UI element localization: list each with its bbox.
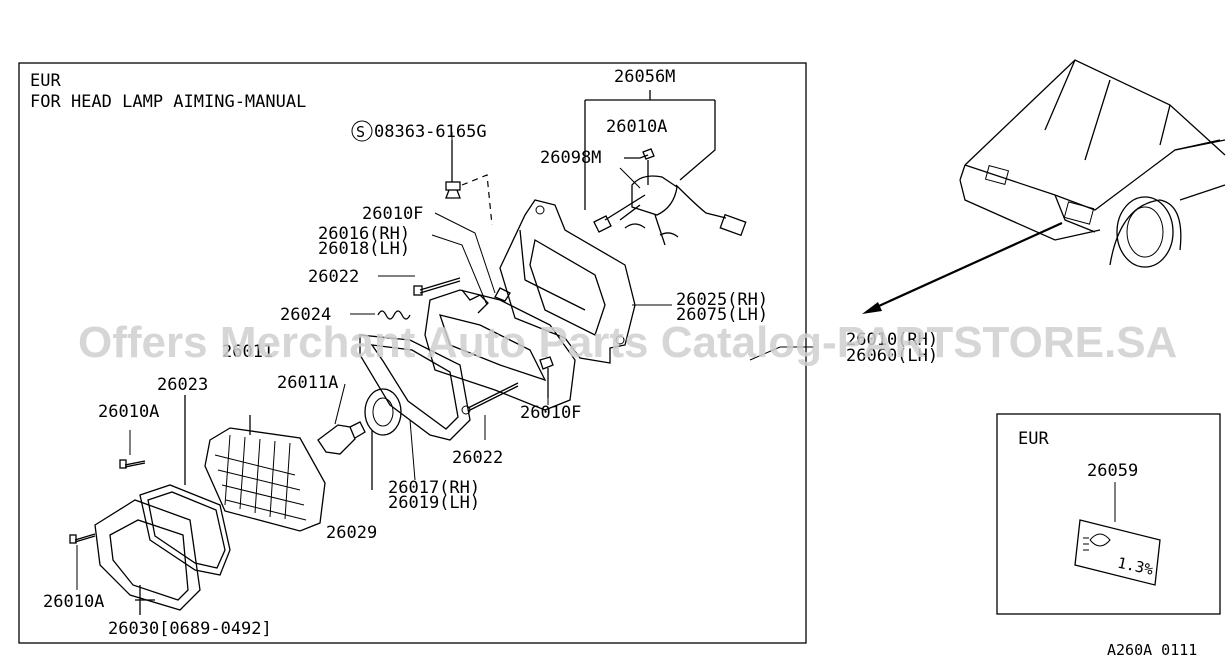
callout-26016: 26016(RH): [318, 224, 410, 244]
diagram-code: A260A 0111: [1107, 641, 1197, 659]
watermark: Offers Merchant Auto Parts Catalog-PARTS…: [78, 318, 1177, 367]
callout-26025: 26025(RH): [676, 290, 768, 310]
callout-26030: 26030[0689-0492]: [108, 619, 272, 639]
callout-26022-top: 26022: [308, 267, 359, 287]
screw-symbol-s: S: [356, 123, 365, 141]
inset-callout-26059: 26059: [1087, 461, 1138, 481]
bulb-socket: [364, 388, 402, 490]
screw-26010A-left: [119, 459, 146, 469]
screw-symbol-circle: [351, 120, 373, 142]
car-pointer-arrow: [869, 221, 1063, 312]
bulb: [317, 421, 366, 455]
lamp-housing: [424, 287, 576, 411]
main-frame: [18, 62, 807, 644]
callout-26011A: 26011A: [277, 373, 338, 393]
callout-26018: 26018(LH): [318, 239, 410, 259]
callout-26029: 26029: [326, 523, 377, 543]
leader-lines: [76, 132, 814, 590]
aim-label-plate: [1074, 519, 1161, 586]
callout-26011: 26011: [222, 342, 273, 362]
mounting-bracket: [499, 199, 636, 364]
inset-frame: [996, 413, 1221, 615]
callout-26010A-left: 26010A: [98, 402, 159, 422]
headlamp-symbol-icon: [1083, 533, 1111, 551]
callout-26010F-bottom: 26010F: [520, 403, 581, 423]
aiming-adjuster: [584, 90, 747, 246]
callout-26098M: 26098M: [540, 148, 601, 168]
adjust-screw-26022-bottom: [461, 382, 519, 415]
callout-26010A-top: 26010A: [606, 117, 667, 137]
callout-26075: 26075(LH): [676, 305, 768, 325]
callout-26017: 26017(RH): [388, 478, 480, 498]
callout-26056M: 26056M: [614, 67, 675, 87]
callout-26024: 26024: [280, 305, 331, 325]
callout-26010-rh: 26010(RH): [846, 330, 938, 350]
callout-26022-bottom: 26022: [452, 448, 503, 468]
screw-26010A-bottom: [69, 533, 96, 544]
gasket: [139, 395, 231, 576]
callout-26019: 26019(LH): [388, 493, 480, 513]
adjust-screw-26022-top: [413, 277, 461, 296]
retaining-ring: [359, 334, 471, 441]
inset-region: EUR: [1018, 429, 1049, 449]
headlamp-lens: [204, 415, 326, 532]
headlamp-bezel: [94, 499, 201, 615]
callout-08363-6165G: 08363-6165G: [374, 122, 487, 142]
spring-26024: [377, 310, 411, 320]
screw-08363: [445, 140, 493, 226]
region-label: EUR: [30, 71, 61, 91]
aiming-note: FOR HEAD LAMP AIMING-MANUAL: [30, 92, 306, 112]
callout-26023: 26023: [157, 375, 208, 395]
car-illustration: [959, 59, 1226, 268]
callout-26010F-top: 26010F: [362, 204, 423, 224]
callout-26060-lh: 26060(LH): [846, 346, 938, 366]
car-pointer-arrowhead: [862, 302, 882, 314]
aim-label-text: 1.3%: [1116, 554, 1155, 579]
nut-26010F-bottom: [539, 356, 554, 398]
callout-26010A-bottom: 26010A: [43, 592, 104, 612]
